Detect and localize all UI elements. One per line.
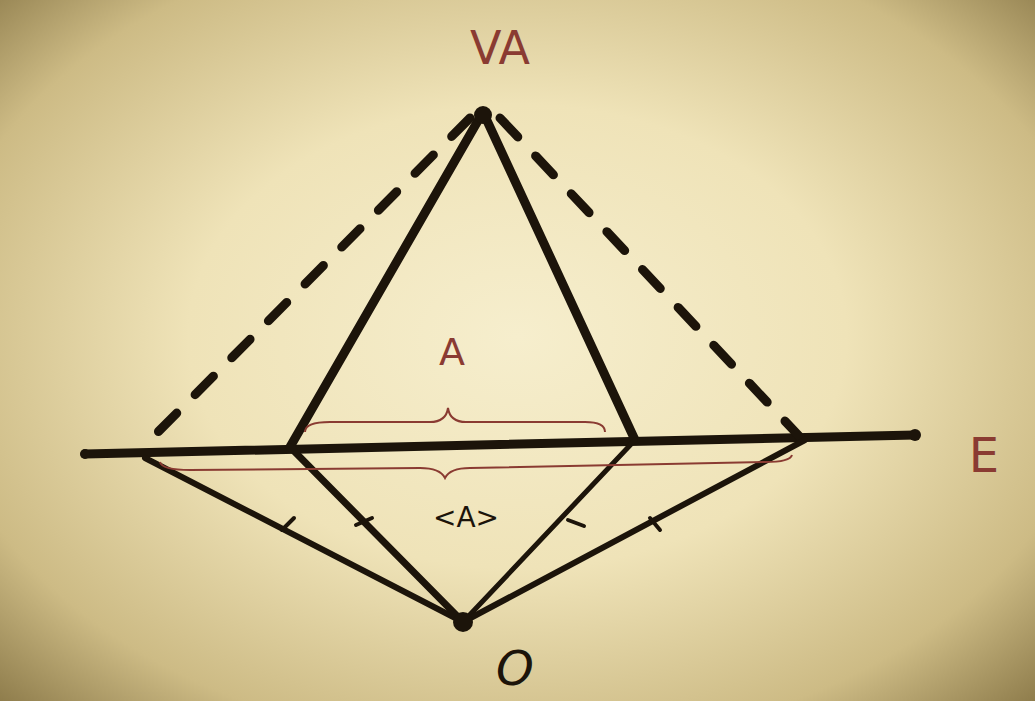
apex-dot <box>474 106 492 124</box>
tick <box>568 520 584 526</box>
brace <box>160 455 792 478</box>
origin-label: O <box>496 644 534 692</box>
dashed-edge <box>150 118 470 440</box>
triangle-edge <box>483 112 635 440</box>
tick <box>650 518 660 530</box>
ray <box>290 447 463 622</box>
vertex-label: VA <box>470 25 530 71</box>
dashed-edge <box>500 118 800 437</box>
tick <box>282 518 294 530</box>
origin-dot <box>453 612 473 632</box>
end-dot <box>909 429 921 441</box>
span-label: <A> <box>433 504 499 532</box>
set-label: A <box>439 333 465 371</box>
end-dot <box>80 449 90 459</box>
tick <box>356 518 372 525</box>
space-label: E <box>969 431 999 479</box>
triangle-edge <box>290 112 483 447</box>
ray <box>145 458 463 622</box>
brace <box>305 408 605 432</box>
